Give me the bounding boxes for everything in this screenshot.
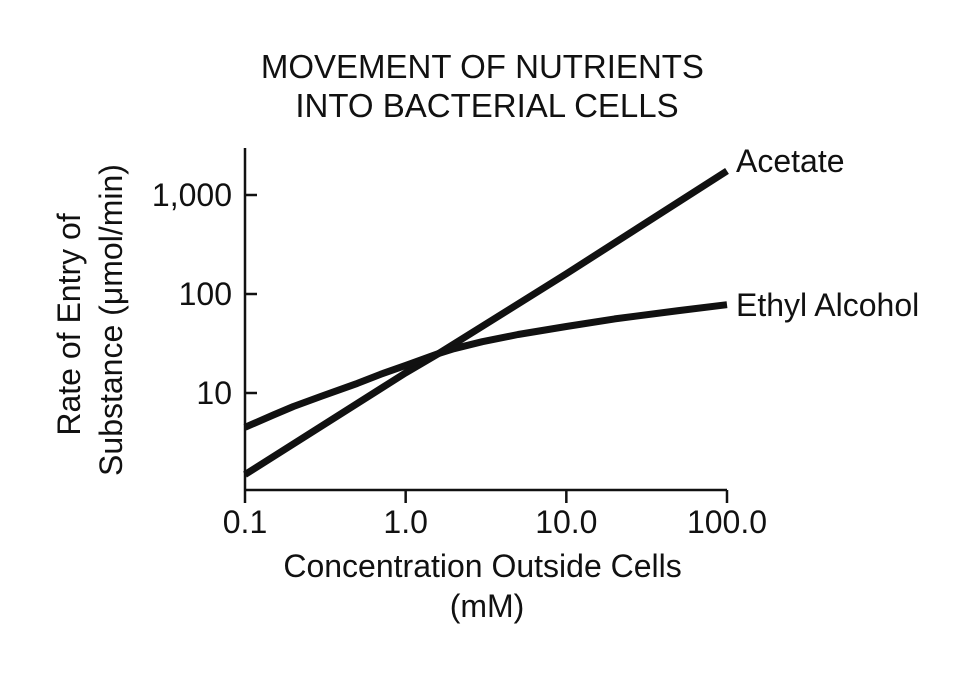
y-axis-title-line-2: Substance (μmol/min) [93, 164, 129, 476]
y-tick-label: 100 [179, 276, 232, 312]
x-axis-title: Concentration Outside Cells (mM) [283, 548, 690, 624]
x-tick-label: 100.0 [687, 504, 767, 540]
y-axis-title: Rate of Entry of Substance (μmol/min) [51, 164, 129, 476]
x-tick-label: 1.0 [383, 504, 427, 540]
chart-title: MOVEMENT OF NUTRIENTS INTO BACTERIAL CEL… [261, 48, 713, 124]
series-line-acetate [243, 167, 729, 478]
x-axis-title-line-1: Concentration Outside Cells [283, 548, 681, 584]
x-axis-title-line-2: (mM) [450, 588, 525, 624]
series-label-acetate: Acetate [736, 143, 845, 179]
y-ticks: 10 100 1,000 [152, 177, 257, 411]
x-tick-label: 10.0 [535, 504, 597, 540]
series-label-ethyl-alcohol: Ethyl Alcohol [736, 287, 919, 323]
y-tick-label: 1,000 [152, 177, 232, 213]
x-tick-label: 0.1 [223, 504, 267, 540]
y-tick-label: 10 [196, 375, 232, 411]
chart-title-line-2: INTO BACTERIAL CELLS [295, 87, 678, 124]
chart-title-line-1: MOVEMENT OF NUTRIENTS [261, 48, 704, 85]
y-axis-title-line-1: Rate of Entry of [51, 213, 87, 435]
series-layer [243, 167, 729, 478]
x-ticks: 0.1 1.0 10.0 100.0 [223, 490, 767, 540]
axes [243, 148, 727, 492]
series-line-ethyl-alcohol [243, 301, 728, 431]
